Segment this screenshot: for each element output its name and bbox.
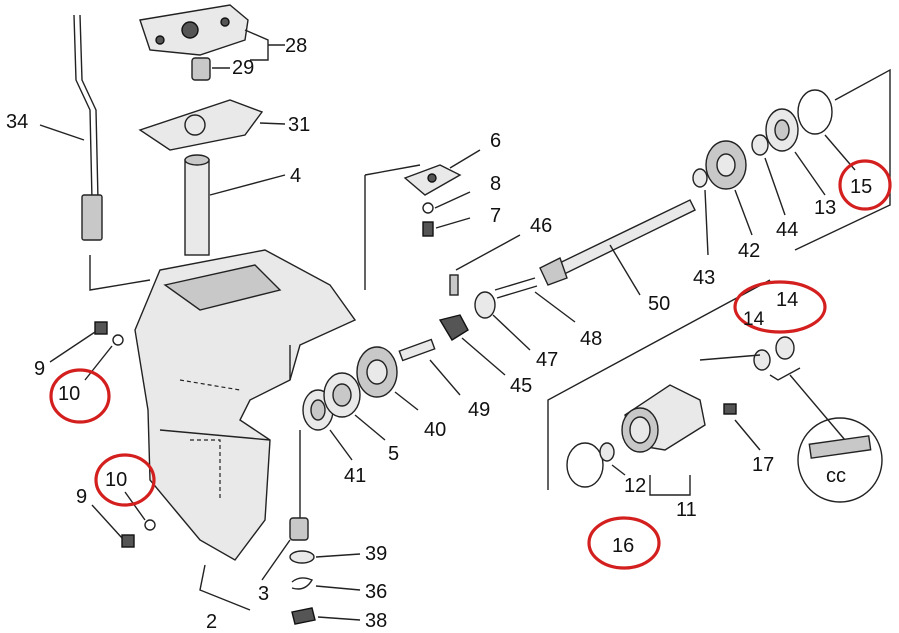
- label-5: 5: [388, 443, 399, 465]
- reverse-gear-assembly: [692, 68, 891, 256]
- label-50: 50: [648, 293, 670, 315]
- detail-inset: cc: [797, 417, 883, 503]
- upper-case-plate: [139, 4, 285, 61]
- label-48: 48: [580, 328, 602, 350]
- lower-case: [89, 164, 421, 561]
- label-28: 28: [285, 35, 307, 57]
- label-3: 3: [258, 583, 269, 605]
- label-10-bottom: 10: [105, 469, 127, 491]
- label-16: 16: [612, 535, 634, 557]
- label-17: 17: [752, 454, 774, 476]
- part-number-labels: 28 29 31 34 4 6 8 7 46 9 10 10 9 50 48 4…: [6, 35, 872, 633]
- highlight-circles: [49, 159, 892, 570]
- label-9-bottom: 9: [76, 486, 87, 508]
- label-8: 8: [490, 173, 501, 195]
- label-13: 13: [814, 197, 836, 219]
- label-39: 39: [365, 543, 387, 565]
- label-9-top: 9: [34, 358, 45, 380]
- label-6: 6: [490, 130, 501, 152]
- label-11: 11: [676, 499, 697, 521]
- label-12: 12: [624, 475, 646, 497]
- label-2: 2: [206, 611, 217, 633]
- label-47: 47: [536, 349, 558, 371]
- water-tube: [184, 154, 286, 256]
- label-29: 29: [232, 57, 254, 79]
- label-14-upper: 14: [776, 289, 798, 311]
- forward-gear-assembly: [302, 338, 461, 461]
- label-15: 15: [850, 176, 872, 198]
- bushing: [191, 57, 230, 81]
- label-40: 40: [424, 419, 446, 441]
- label-44: 44: [776, 219, 798, 241]
- label-42: 42: [738, 240, 760, 262]
- label-43: 43: [693, 267, 715, 289]
- shift-rod: [39, 14, 103, 241]
- gasket: [138, 99, 286, 151]
- label-36: 36: [365, 581, 387, 603]
- label-41: 41: [344, 465, 366, 487]
- label-45: 45: [510, 375, 532, 397]
- label-10-top: 10: [58, 383, 80, 405]
- label-4: 4: [290, 165, 301, 187]
- label-46: 46: [530, 215, 552, 237]
- label-31: 31: [288, 114, 310, 136]
- label-38: 38: [365, 610, 387, 632]
- label-7: 7: [490, 205, 501, 227]
- inset-mark-text: cc: [826, 465, 846, 487]
- propeller-shaft: [539, 199, 696, 296]
- bearing-housing: [547, 279, 846, 496]
- water-inlet-cover: [403, 149, 481, 237]
- clutch-assembly: [438, 234, 576, 376]
- label-34: 34: [6, 111, 28, 133]
- label-49: 49: [468, 399, 490, 421]
- label-14-lower: 14: [743, 309, 765, 330]
- lower-fasteners: [49, 321, 361, 625]
